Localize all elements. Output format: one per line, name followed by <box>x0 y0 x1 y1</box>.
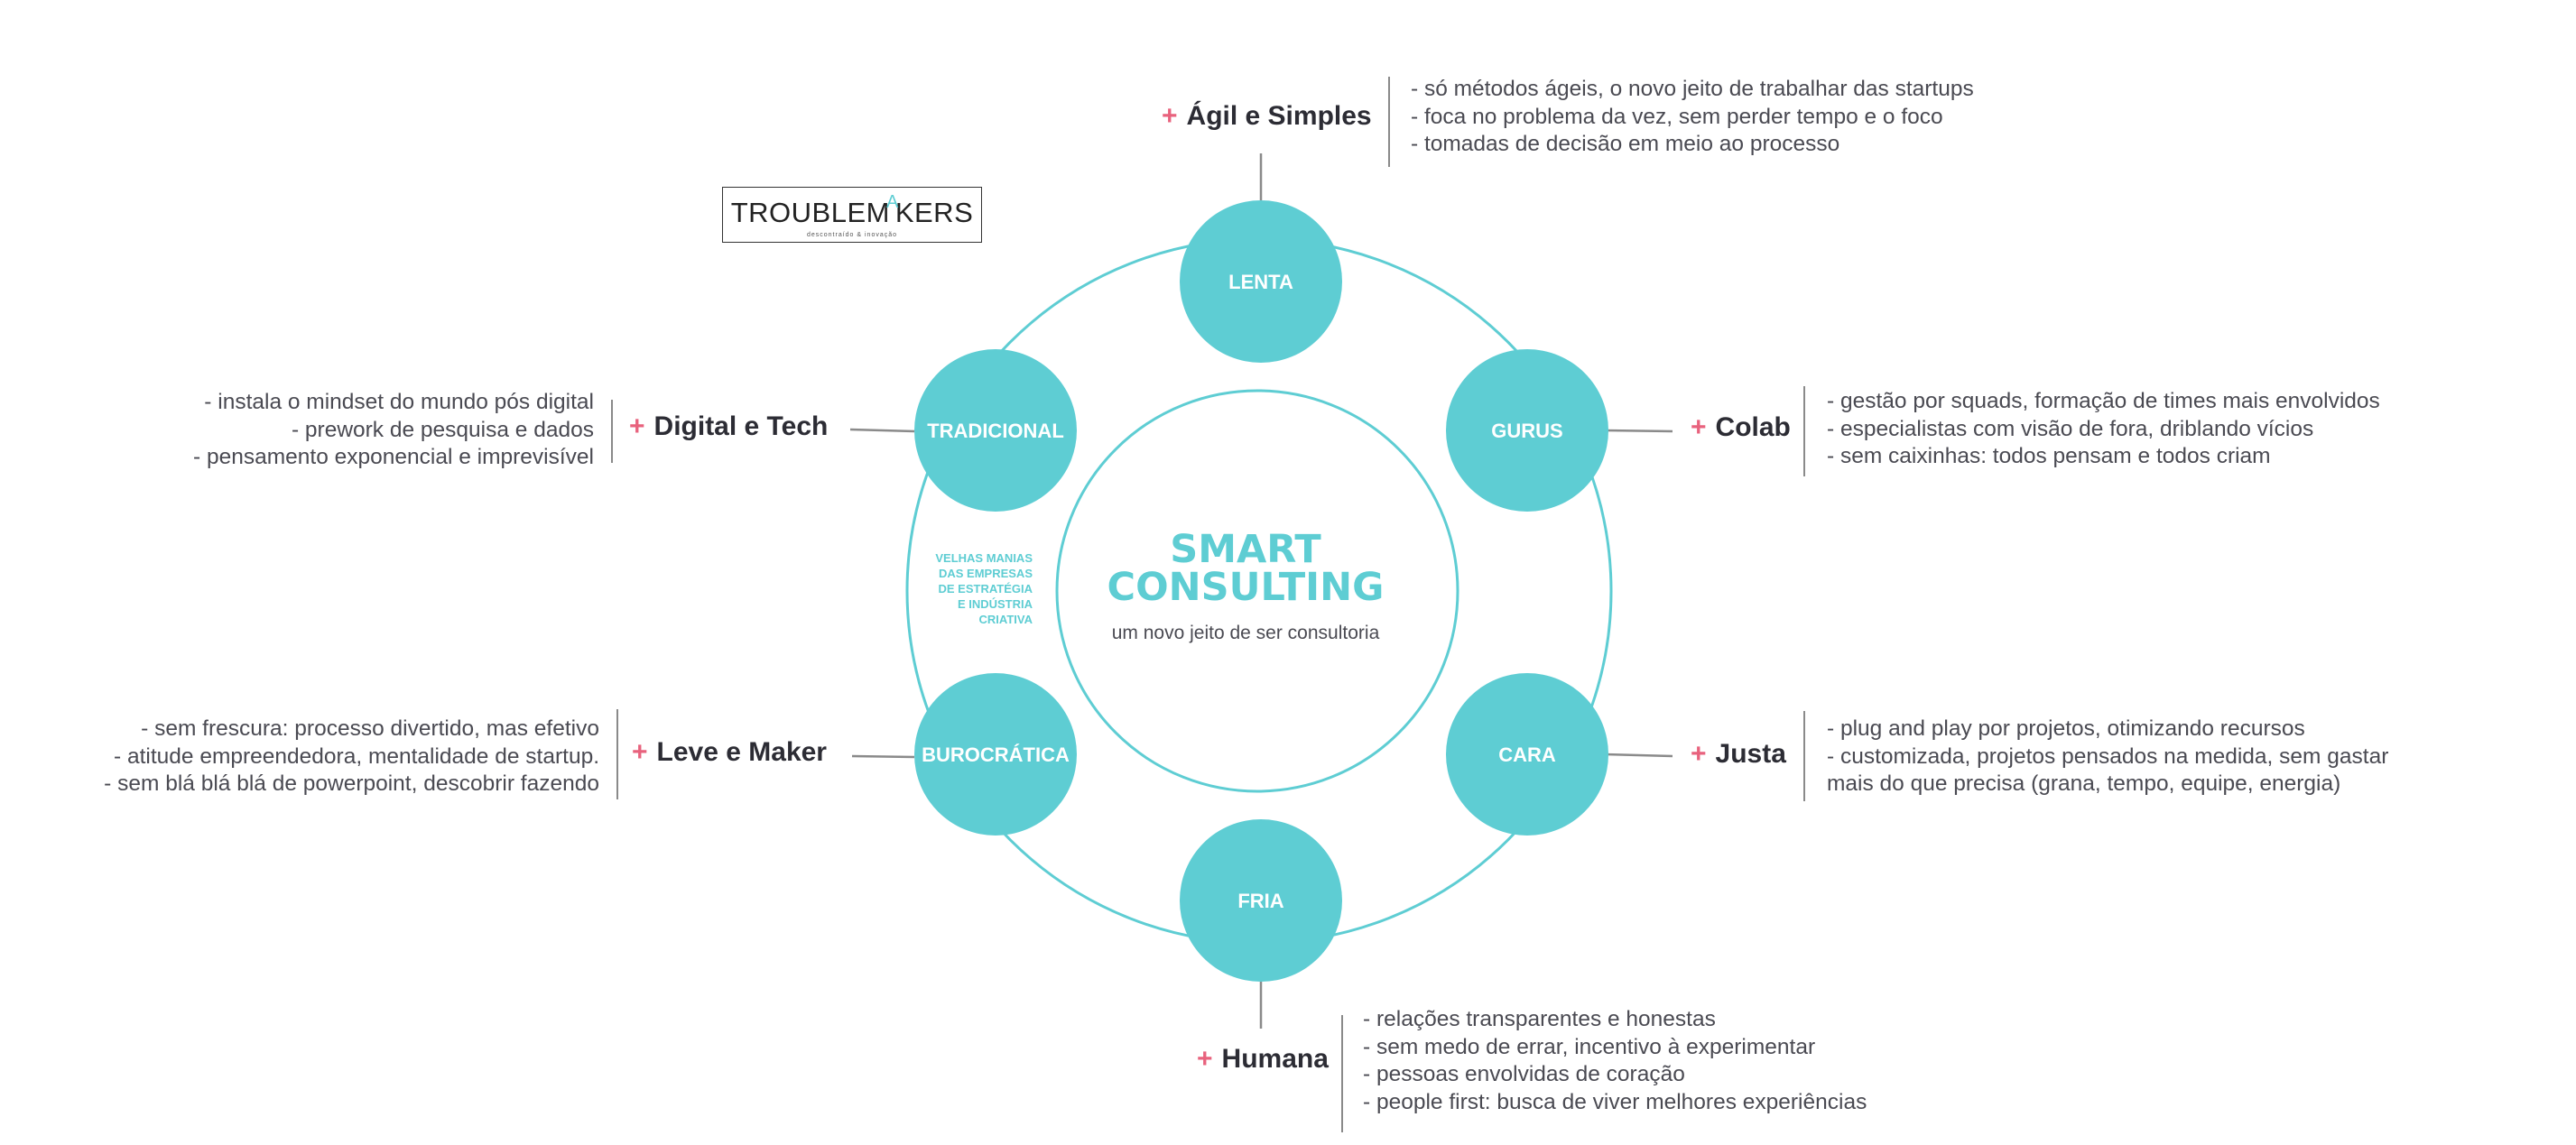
attribute-top-left-label: Digital e Tech <box>653 411 829 441</box>
divider-top-right <box>1803 386 1805 476</box>
side-note-line: DE ESTRATÉGIA <box>938 582 1033 596</box>
connector-bottom-left <box>851 754 915 759</box>
node-top-right-label: GURUS <box>1491 420 1562 442</box>
center-title: SMART CONSULTING <box>1047 527 1444 610</box>
bullet-item: - pensamento exponencial e imprevisível <box>193 445 594 469</box>
bullet-item: mais do que precisa (grana, tempo, equip… <box>1827 771 2341 796</box>
logo-tagline: descontraído & inovação <box>806 232 898 238</box>
bullet-item: - foca no problema da vez, sem perder te… <box>1411 104 1943 129</box>
bullets-top: - só métodos ágeis, o novo jeito de trab… <box>1411 76 1974 159</box>
node-top: LENTA <box>1180 200 1342 363</box>
node-bottom: FRIA <box>1180 819 1342 982</box>
bullet-item: - sem medo de errar, incentivo à experim… <box>1363 1034 1816 1059</box>
bullet-item: - sem frescura: processo divertido, mas … <box>141 716 599 741</box>
attribute-bottom: + Humana <box>1197 1044 1329 1075</box>
bullet-item: - sem blá blá blá de powerpoint, descobr… <box>104 771 599 796</box>
connector-bottom-right <box>1604 753 1673 758</box>
node-top-label: LENTA <box>1228 271 1293 293</box>
bullet-item: - people first: busca de viver melhores … <box>1363 1089 1867 1114</box>
plus-icon: + <box>632 737 648 767</box>
bullet-item: - plug and play por projetos, otimizando… <box>1827 716 2305 741</box>
center-title-line1: SMART <box>1170 527 1321 572</box>
bullets-bottom-right: - plug and play por projetos, otimizando… <box>1827 716 2388 799</box>
side-note-line: E INDÚSTRIA <box>957 597 1033 611</box>
logo-text-before: TROUBLEM <box>730 197 890 228</box>
plus-icon: + <box>1691 739 1707 769</box>
attribute-bottom-right: + Justa <box>1691 739 1786 770</box>
bullets-bottom: - relações transparentes e honestas - se… <box>1363 1006 1867 1116</box>
center-title-line2: CONSULTING <box>1107 565 1385 610</box>
node-bottom-left: BUROCRÁTICA <box>914 673 1077 836</box>
troublemakers-logo: TROUBLEMAKERS descontraído & inovação <box>722 187 982 243</box>
attribute-bottom-right-label: Justa <box>1715 739 1786 769</box>
plus-icon: + <box>1691 412 1707 442</box>
connector-top-left <box>849 428 915 433</box>
attribute-top-left: + Digital e Tech <box>629 411 828 442</box>
side-note-line: CRIATIVA <box>978 613 1033 626</box>
bullet-item: - sem caixinhas: todos pensam e todos cr… <box>1827 444 2271 468</box>
node-bottom-left-label: BUROCRÁTICA <box>922 743 1070 766</box>
bullet-item: - instala o mindset do mundo pós digital <box>204 390 594 414</box>
bullet-item: - só métodos ágeis, o novo jeito de trab… <box>1411 77 1974 101</box>
connector-top-right <box>1604 429 1673 433</box>
divider-bottom-right <box>1803 711 1805 801</box>
bullet-item: - tomadas de decisão em meio ao processo <box>1411 132 1840 156</box>
node-top-right: GURUS <box>1446 349 1608 512</box>
attribute-bottom-left-label: Leve e Maker <box>656 737 827 767</box>
bullets-top-right: - gestão por squads, formação de times m… <box>1827 388 2380 471</box>
side-note-line: DAS EMPRESAS <box>938 567 1033 580</box>
divider-top <box>1388 77 1390 167</box>
bullet-item: - atitude empreendedora, mentalidade de … <box>114 743 599 769</box>
bullet-item: - relações transparentes e honestas <box>1363 1007 1716 1031</box>
node-bottom-right: CARA <box>1446 673 1608 836</box>
bullet-item: - prework de pesquisa e dados <box>291 417 594 442</box>
logo-text-after: KERS <box>894 197 974 228</box>
attribute-top-label: Ágil e Simples <box>1186 101 1372 131</box>
plus-icon: + <box>1197 1044 1213 1074</box>
bullet-item: - especialistas com visão de fora, dribl… <box>1827 416 2314 441</box>
center-subtitle: um novo jeito de ser consultoria <box>1111 623 1380 643</box>
bullet-item: - customizada, projetos pensados na medi… <box>1827 743 2389 769</box>
logo-wordmark: TROUBLEMAKERS <box>723 192 981 229</box>
divider-top-left <box>611 400 613 463</box>
side-note-line: VELHAS MANIAS <box>935 551 1033 565</box>
attribute-bottom-label: Humana <box>1221 1044 1329 1074</box>
bullet-item: - gestão por squads, formação de times m… <box>1827 389 2380 413</box>
node-bottom-right-label: CARA <box>1498 743 1556 766</box>
bullets-bottom-left: - sem frescura: processo divertido, mas … <box>104 716 599 799</box>
node-top-left-label: TRADICIONAL <box>927 420 1064 442</box>
logo-text-accent: A <box>885 192 899 212</box>
attribute-top: + Ágil e Simples <box>1162 101 1372 132</box>
attribute-top-right-label: Colab <box>1715 412 1791 442</box>
bullets-top-left: - instala o mindset do mundo pós digital… <box>193 389 594 472</box>
node-top-left: TRADICIONAL <box>914 349 1077 512</box>
inner-ring <box>1055 389 1459 793</box>
side-note: VELHAS MANIAS DAS EMPRESAS DE ESTRATÉGIA… <box>903 550 1033 627</box>
attribute-bottom-left: + Leve e Maker <box>632 737 827 768</box>
plus-icon: + <box>629 411 645 441</box>
bullet-item: - pessoas envolvidas de coração <box>1363 1062 1685 1086</box>
plus-icon: + <box>1162 101 1178 131</box>
attribute-top-right: + Colab <box>1691 412 1791 443</box>
node-bottom-label: FRIA <box>1237 890 1283 912</box>
divider-bottom <box>1341 1015 1343 1132</box>
divider-bottom-left <box>616 709 618 799</box>
